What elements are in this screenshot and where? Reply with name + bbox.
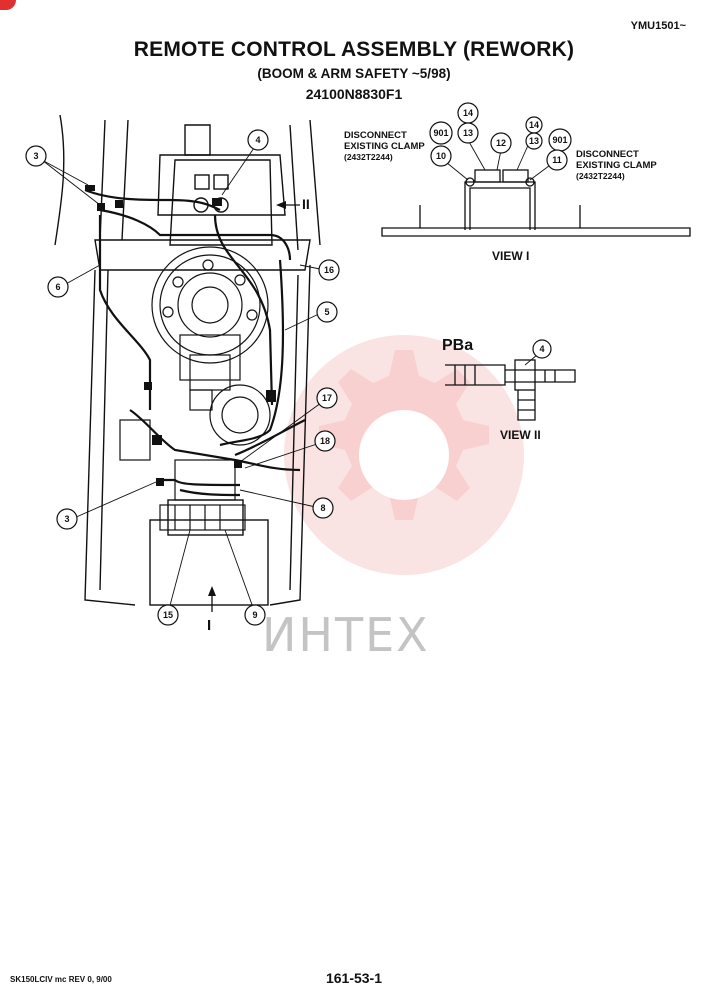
serial-range: YMU1501~ — [630, 20, 686, 32]
callout-3-top: 3 — [25, 145, 47, 167]
footer-page-number: 161-53-1 — [325, 970, 383, 986]
callout-17: 17 — [316, 387, 338, 409]
callout-15: 15 — [157, 604, 179, 626]
swing-motor — [151, 246, 271, 446]
callout-view2-4: 4 — [532, 339, 552, 359]
control-valve-block — [159, 459, 246, 531]
callout-view1-10: 10 — [430, 145, 452, 167]
main-leaders — [41, 141, 326, 614]
callout-3-bottom: 3 — [56, 508, 78, 530]
callout-18: 18 — [314, 430, 336, 452]
callout-view1-12: 12 — [490, 132, 512, 154]
svg-text:4: 4 — [255, 135, 260, 145]
callout-view1-13-left: 13 — [457, 122, 479, 144]
svg-text:16: 16 — [324, 265, 334, 275]
svg-text:17: 17 — [322, 393, 332, 403]
page-subtitle: (BOOM & ARM SAFETY ~5/98) — [257, 66, 451, 81]
view-1-detail — [381, 169, 691, 237]
callout-8: 8 — [312, 497, 334, 519]
callout-view1-11: 11 — [546, 149, 568, 171]
view-2-leader — [524, 354, 538, 366]
svg-text:13: 13 — [529, 136, 539, 146]
svg-text:3: 3 — [64, 514, 69, 524]
view-1-arrow-label: I — [207, 617, 212, 634]
callout-4-main: 4 — [247, 129, 269, 151]
port-label-pba: PBa — [442, 337, 474, 354]
svg-text:5: 5 — [324, 307, 329, 317]
svg-text:8: 8 — [320, 503, 325, 513]
svg-text:14: 14 — [463, 108, 473, 118]
svg-text:901: 901 — [433, 128, 448, 138]
view-2-arrow-label: II — [302, 196, 310, 212]
view-2-label: VIEW II — [500, 428, 541, 442]
svg-text:9: 9 — [252, 610, 257, 620]
callout-5: 5 — [316, 301, 338, 323]
watermark-gear — [284, 335, 524, 575]
svg-text:6: 6 — [55, 282, 60, 292]
svg-text:12: 12 — [496, 138, 506, 148]
svg-text:11: 11 — [552, 155, 562, 165]
callout-view1-901-right: 901 — [548, 128, 572, 152]
svg-text:3: 3 — [33, 151, 38, 161]
view-2-detail — [445, 359, 576, 421]
callout-view1-901-left: 901 — [429, 121, 453, 145]
hose-fittings — [85, 185, 276, 486]
svg-text:4: 4 — [539, 344, 544, 354]
callout-view1-14-right: 14 — [525, 116, 543, 134]
hose-lines — [84, 188, 306, 497]
svg-text:13: 13 — [463, 128, 473, 138]
svg-text:901: 901 — [552, 135, 567, 145]
callout-view1-14-left: 14 — [457, 102, 479, 124]
callout-16: 16 — [318, 259, 340, 281]
watermark-text: ИНТЕХ — [262, 608, 430, 662]
disconnect-note-right: DISCONNECT EXISTING CLAMP (2432T2244) — [576, 149, 657, 181]
svg-text:10: 10 — [436, 151, 446, 161]
callout-6: 6 — [47, 276, 69, 298]
footer-model-revision: SK150LCIV mc REV 0, 9/00 — [10, 975, 112, 984]
view-1-label: VIEW I — [492, 249, 530, 263]
corner-logo-badge — [0, 0, 16, 10]
view-2-arrow — [276, 201, 300, 209]
callout-9: 9 — [244, 604, 266, 626]
svg-text:14: 14 — [529, 120, 539, 130]
view-1-arrow — [208, 586, 216, 612]
svg-text:15: 15 — [163, 610, 173, 620]
callout-view1-13-right: 13 — [525, 132, 543, 150]
assembly-part-number: 24100N8830F1 — [305, 86, 403, 102]
disconnect-note-left: DISCONNECT EXISTING CLAMP (2432T2244) — [344, 130, 425, 162]
svg-text:18: 18 — [320, 436, 330, 446]
page-title: REMOTE CONTROL ASSEMBLY (REWORK) — [133, 38, 575, 61]
